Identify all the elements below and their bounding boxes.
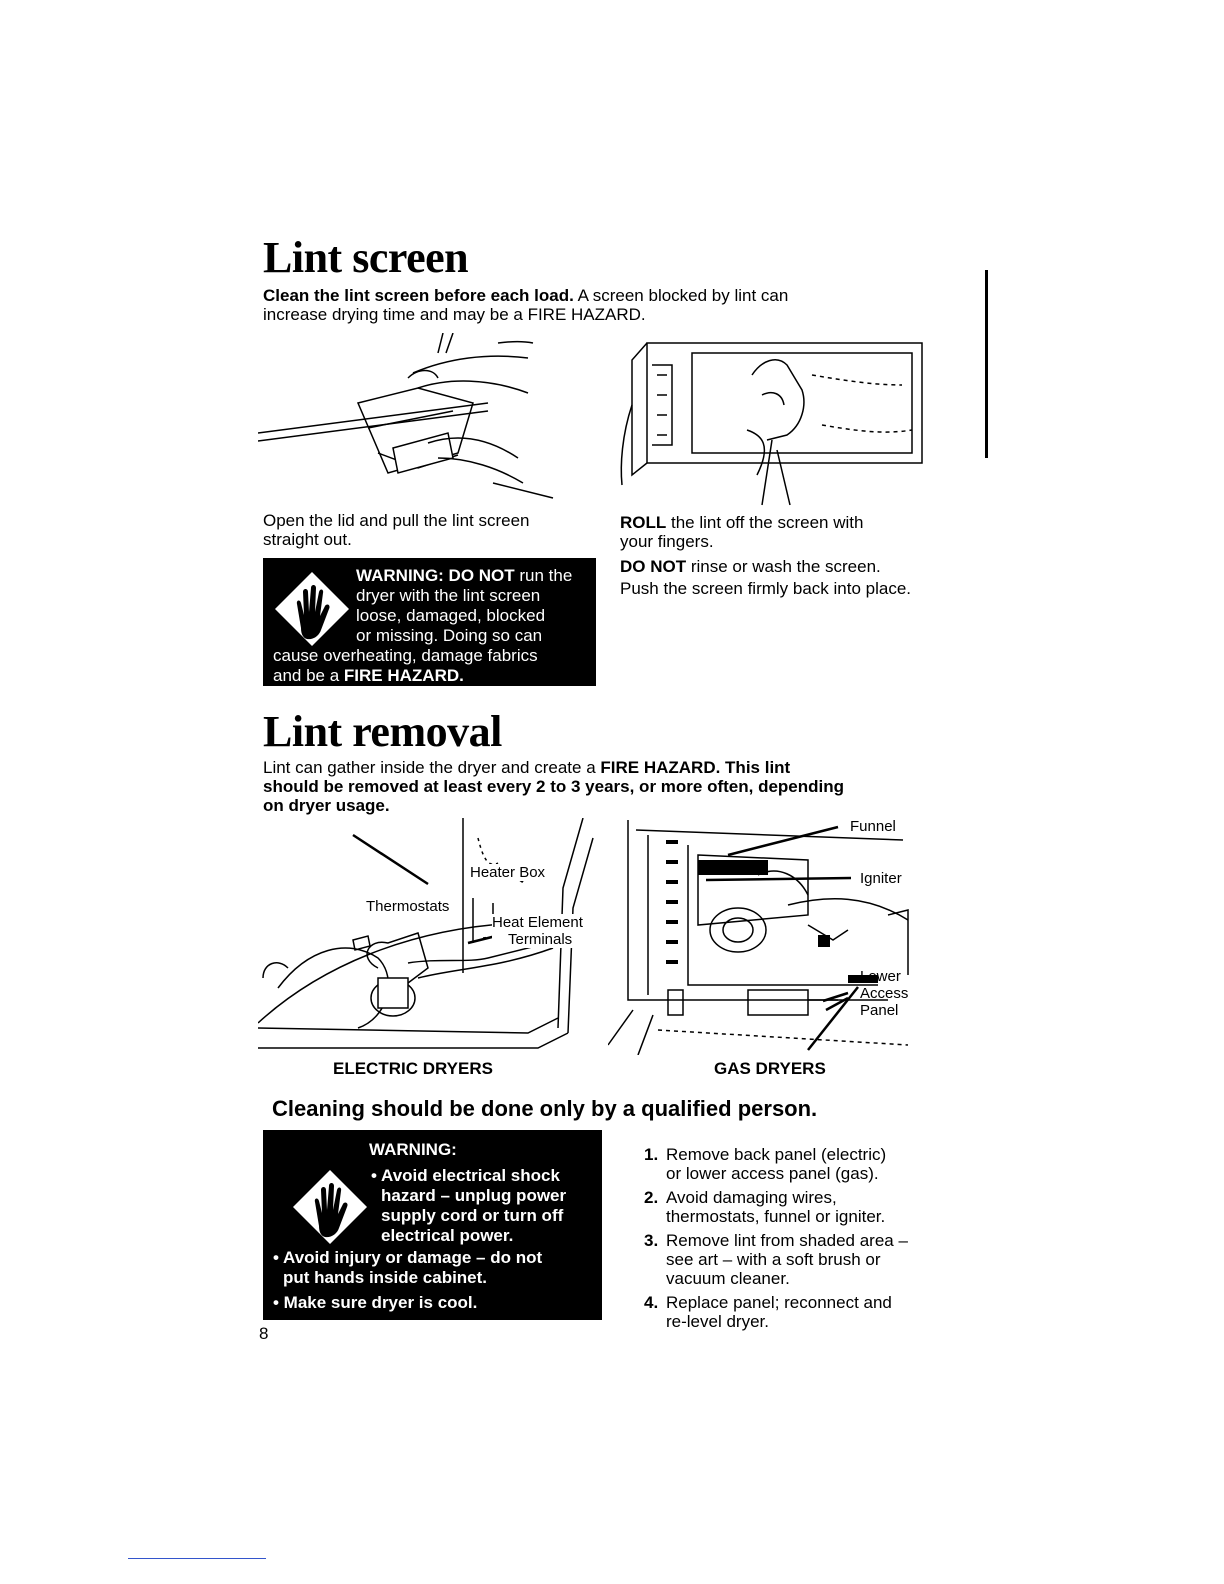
label-thermostats: Thermostats (366, 898, 450, 915)
step-text: vacuum cleaner. (666, 1269, 790, 1288)
page-number: 8 (259, 1324, 269, 1343)
step-item: 4. Replace panel; reconnect and re-level… (640, 1293, 960, 1331)
removal-intro-line2: should be removed at least every 2 to 3 … (263, 777, 845, 796)
hand-warning-icon (275, 572, 349, 646)
lint-removal-title: Lint removal (263, 707, 502, 756)
warning-line1-rest: run the (514, 566, 573, 585)
removal-intro-line3: on dryer usage. (263, 796, 390, 815)
warning2-label: WARNING: (369, 1140, 457, 1159)
step-number: 1. (644, 1145, 659, 1164)
roll-instruction: ROLL the lint off the screen with your f… (620, 513, 960, 551)
step-text: Avoid damaging wires, (666, 1188, 837, 1207)
step-text: Replace panel; reconnect and (666, 1293, 892, 1312)
lint-removal-warning: WARNING: • Avoid electrical shock hazard… (263, 1130, 602, 1320)
warning-line6-bold: FIRE HAZARD. (343, 666, 464, 685)
hand-warning-icon (293, 1170, 367, 1244)
donot-instruction: DO NOT rinse or wash the screen. (620, 557, 960, 576)
lint-screen-intro: Clean the lint screen before each load. … (263, 286, 903, 324)
warning2-b1-line2: hazard – unplug power (381, 1186, 567, 1205)
lint-screen-warning: WARNING: DO NOT run the dryer with the l… (263, 558, 596, 686)
pull-lint-screen-illustration (258, 333, 554, 499)
step-item: 1. Remove back panel (electric) or lower… (640, 1145, 960, 1183)
lower-line3: Panel (860, 1002, 899, 1019)
roll-line2: your fingers. (620, 532, 714, 551)
warning2-b1-line3: supply cord or turn off (381, 1206, 564, 1225)
cleaning-steps: 1. Remove back panel (electric) or lower… (640, 1145, 960, 1336)
warning2-b2-line2: put hands inside cabinet. (283, 1268, 488, 1287)
removal-intro-plain: Lint can gather inside the dryer and cre… (263, 758, 601, 777)
label-heater-box: Heater Box (470, 864, 546, 881)
margin-bar (985, 270, 988, 458)
label-lower-access-panel: Lower Access Panel (860, 968, 908, 1019)
step-text: re-level dryer. (666, 1312, 769, 1331)
label-funnel: Funnel (850, 818, 896, 835)
warning-line2: dryer with the lint screen (356, 586, 541, 605)
step-number: 4. (644, 1293, 659, 1312)
warning-line6-start: and be a (273, 666, 344, 685)
label-igniter: Igniter (860, 870, 902, 887)
intro-rest-2: increase drying time and may be a FIRE H… (263, 305, 646, 324)
step-text: Remove lint from shaded area – (666, 1231, 908, 1250)
lower-line1: Lower (860, 968, 901, 985)
warning2-b2-line1: • Avoid injury or damage – do not (273, 1248, 543, 1267)
step-item: 2. Avoid damaging wires, thermostats, fu… (640, 1188, 960, 1226)
donot-bold: DO NOT (620, 557, 687, 576)
lint-removal-intro: Lint can gather inside the dryer and cre… (263, 758, 943, 815)
caption-gas-dryers: GAS DRYERS (714, 1059, 826, 1078)
step-number: 3. (644, 1231, 659, 1250)
qualified-person-note: Cleaning should be done only by a qualif… (272, 1096, 818, 1121)
step-text: see art – with a soft brush or (666, 1250, 881, 1269)
heat-element-line2: Terminals (508, 931, 573, 948)
lint-screen-title: Lint screen (263, 233, 469, 282)
step-number: 2. (644, 1188, 659, 1207)
step-text: or lower access panel (gas). (666, 1164, 879, 1183)
step-item: 3. Remove lint from shaded area – see ar… (640, 1231, 960, 1288)
gas-dryer-illustration (608, 820, 909, 1055)
warning-label: WARNING: DO NOT (356, 566, 515, 585)
step-text: Remove back panel (electric) (666, 1145, 887, 1164)
heat-element-line1: Heat Element (492, 914, 583, 931)
roll-lint-illustration (620, 342, 923, 506)
warning2-b3: • Make sure dryer is cool. (273, 1293, 478, 1312)
electric-dryer-illustration (258, 818, 594, 1049)
roll-rest: the lint off the screen with (666, 513, 864, 532)
push-instruction: Push the screen firmly back into place. (620, 579, 912, 598)
warning-line3: loose, damaged, blocked (356, 606, 546, 625)
warning-line4: or missing. Doing so can (356, 626, 543, 645)
lint-screen-left-caption: Open the lid and pull the lint screen st… (263, 511, 583, 549)
step-text: thermostats, funnel or igniter. (666, 1207, 886, 1226)
intro-bold: Clean the lint screen before each load. (263, 286, 574, 305)
lint-screen-right-instructions: ROLL the lint off the screen with your f… (620, 513, 960, 598)
lower-line2: Access (860, 985, 909, 1002)
donot-rest: rinse or wash the screen. (686, 557, 881, 576)
caption-electric-dryers: ELECTRIC DRYERS (333, 1059, 493, 1078)
warning2-b1-line4: electrical power. (381, 1226, 514, 1245)
intro-rest: A screen blocked by lint can (573, 286, 789, 305)
left-caption-line1: Open the lid and pull the lint screen (263, 511, 530, 530)
left-caption-line2: straight out. (263, 530, 352, 549)
footer-rule (128, 1558, 266, 1559)
warning2-b1-line1: • Avoid electrical shock (371, 1166, 560, 1185)
removal-intro-bold: FIRE HAZARD. This lint (600, 758, 791, 777)
warning-line5: cause overheating, damage fabrics (273, 646, 538, 665)
label-heat-element: Heat Element Terminals (492, 914, 583, 948)
roll-bold: ROLL (620, 513, 667, 532)
